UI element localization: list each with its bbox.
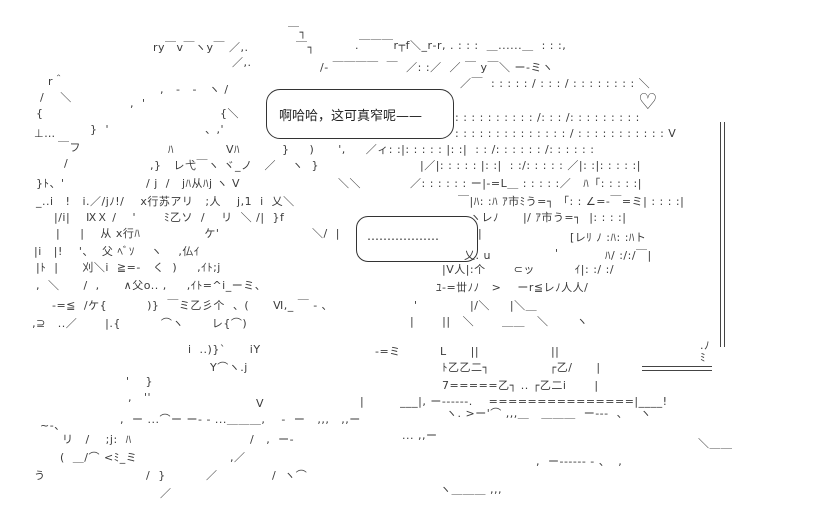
art-fragment: ﾕ‐=丗ﾉﾉ > ーr≦レﾉ人人/ xyxy=(436,281,589,294)
art-fragment: } ) ', ／ィ: :|: : : : : |: :| : : /: : : … xyxy=(282,143,595,156)
art-fragment: ヽレﾉ |/ ｱ市う=┐ |: : : :| xyxy=(470,211,627,224)
art-fragment: |i |! '、 父 ﾍﾞｿ ヽ ,仏ｲ xyxy=(34,245,200,258)
art-fragment: / ＼ xyxy=(40,91,72,104)
speech-bubble-text: ……………… xyxy=(367,229,439,243)
art-fragment: ￣フ xyxy=(58,141,81,154)
art-fragment: ﾊ/ :/:/￣| xyxy=(605,249,652,262)
art-fragment: ... ,,ー xyxy=(402,429,438,442)
art-fragment: | | 从 x行ﾊ ケ' xyxy=(56,227,220,240)
art-fragment: : : : : : : : : : : : : : : / : : : : : … xyxy=(455,127,677,140)
art-fragment: ' xyxy=(414,299,418,312)
art-fragment: Vﾊ xyxy=(226,143,241,156)
art-fragment: ry￣v￣ヽy￣ ／,. xyxy=(153,41,249,54)
frame-corner: .ﾉ ﾐ xyxy=(700,339,710,364)
art-fragment: う xyxy=(34,469,46,482)
art-fragment: , '' xyxy=(128,391,152,404)
art-fragment: { xyxy=(36,107,44,120)
art-fragment: | || ＼ ＿＿ ＼ ヽ xyxy=(410,315,589,328)
art-fragment: リ / ;j: ﾊ xyxy=(62,433,132,446)
art-fragment: [レﾘ ﾉ :ﾊ: :ﾊト xyxy=(570,231,647,244)
art-fragment: / j / jﾊ从ﾊj ヽ V xyxy=(146,177,241,190)
art-fragment: ＼＿＿ xyxy=(698,437,733,450)
speech-bubble-laugh: 啊哈哈，这可真窄呢—— xyxy=(266,89,454,139)
art-fragment: |／|: : : : : |: :| : :/: : : : : ／|: :|:… xyxy=(420,159,641,172)
art-fragment: ￣|ﾊ: :ﾊ ｱ市ﾐう=┐ 「: : ∠=‐￣=ミ| : : : :| xyxy=(458,195,685,208)
art-fragment: ‐=≦ /ケ{ )} ￣ミ乙彡个 、( Ⅵ,_ ￣ ‐ ､ xyxy=(52,299,328,312)
art-fragment: ＼/ | xyxy=(312,227,340,240)
art-fragment: |V人|:个 ⊂ッ ｲ|: :/ :/ xyxy=(442,263,615,276)
art-fragment: ￣┐ xyxy=(288,26,307,39)
art-fragment: 7=====乙┐ .. ┌乙二i | xyxy=(442,379,599,392)
art-fragment: , ' xyxy=(130,97,146,110)
art-fragment: / , ー‐ xyxy=(250,433,295,446)
art-fragment: ~‐、 xyxy=(40,419,66,432)
art-fragment: ￣┐ xyxy=(296,41,315,54)
art-fragment: ＼＼ xyxy=(338,177,361,190)
heart-icon: ♡ xyxy=(638,90,659,115)
art-fragment: , ー‐‐‐‐‐‐ ‐ 、 , xyxy=(536,455,623,468)
art-fragment: 、,' xyxy=(205,123,225,136)
art-fragment: | ___|, ー‐‐‐‐‐‐. ===============|____! xyxy=(360,395,668,408)
art-fragment: ／,. xyxy=(232,56,252,69)
art-fragment: / xyxy=(64,157,69,170)
art-fragment: ／￣ : : : : : / : : : / : : : : : : : : ＼ xyxy=(460,77,651,90)
art-fragment: ( ＿/⌒ <ﾐ_ミ xyxy=(60,451,138,464)
art-fragment: ヽ＿＿＿ ,,, xyxy=(440,483,502,496)
speech-bubble-text: 啊哈哈，这可真窄呢—— xyxy=(279,109,423,124)
art-fragment: } ' xyxy=(90,123,110,136)
art-fragment: _..i ! i.／/jﾉ!/ x行苏アリ ;人 j,1 i 乂＼ xyxy=(36,195,295,208)
art-fragment: ヽ. >ー'⌒ ,,,＿ ＿＿＿ ー‐‐‐ 、 ヽ xyxy=(446,407,652,420)
art-fragment: {＼ xyxy=(220,107,239,120)
art-fragment: ‚⊇ ..／ |.{ ⌒ヽ レ{⌒) xyxy=(32,317,248,330)
art-fragment: L || || xyxy=(440,345,560,358)
art-fragment: ／ xyxy=(206,469,218,482)
art-fragment: V xyxy=(256,397,265,410)
art-fragment: |/i| ⅨＸ / ' ﾐ乙ソ / リ ＼ /| }f xyxy=(54,211,285,224)
art-fragment: 乂. u xyxy=(464,249,491,262)
art-fragment: ﾄ乙乙二┐ ┌乙/ | xyxy=(442,361,601,374)
art-fragment: ,} レ弋￣ヽ ヾ_ノ ／ ヽ } xyxy=(150,159,319,172)
art-fragment: ／ xyxy=(160,487,172,500)
art-fragment: |/＼ |＼＿ xyxy=(470,299,538,312)
art-fragment: ﾊ xyxy=(168,143,174,156)
art-fragment: .￣￣￣r┬f＼_r‐r, . : : : ＿......＿ : : :, xyxy=(355,39,567,52)
art-fragment: , ＼ / , ∧父o.. , ,ｲﾄ=^i_ーミ、 xyxy=(36,279,267,292)
art-fragment: , ー ...⌒ー ー‐ ‐ ...＿＿＿, ‐ ー ,,, ,,ー xyxy=(120,413,361,426)
art-fragment: / ヽ⌒ xyxy=(272,469,308,482)
art-fragment: ' xyxy=(555,247,559,260)
art-fragment: ' } xyxy=(126,375,154,388)
art-fragment: }ﾄ、' xyxy=(36,177,65,190)
art-fragment: ／: : : : : : ー|‐=L＿ : : : : :／ ﾊ「: : : :… xyxy=(410,177,642,190)
art-fragment: ,／ xyxy=(230,451,246,464)
art-fragment: , - - ヽ / xyxy=(160,83,229,96)
art-fragment: | xyxy=(478,227,483,240)
art-fragment: i ..)}` iY xyxy=(188,343,261,356)
frame-double-line-vertical xyxy=(720,122,725,347)
art-fragment: ⊥… xyxy=(34,127,56,140)
art-fragment: -=ミ xyxy=(375,345,401,358)
art-fragment: / } xyxy=(146,469,166,482)
art-fragment: /‐ ￣￣￣￣ ￣ ／: :／ ／ ￣ y￣＼ ー‐ミヽ xyxy=(320,61,554,74)
art-fragment: r＾ xyxy=(48,75,65,88)
frame-double-line-horizontal xyxy=(642,366,712,371)
speech-bubble-silence: ……………… xyxy=(356,216,478,262)
art-fragment: : : : : : : : : : : /: : : /: : : : : : … xyxy=(455,111,640,124)
art-fragment: Y⌒ヽ.j xyxy=(210,361,248,374)
art-fragment: |ﾄ | 刈＼i ≧=- く ) ,ｲﾄ;j xyxy=(36,261,221,274)
